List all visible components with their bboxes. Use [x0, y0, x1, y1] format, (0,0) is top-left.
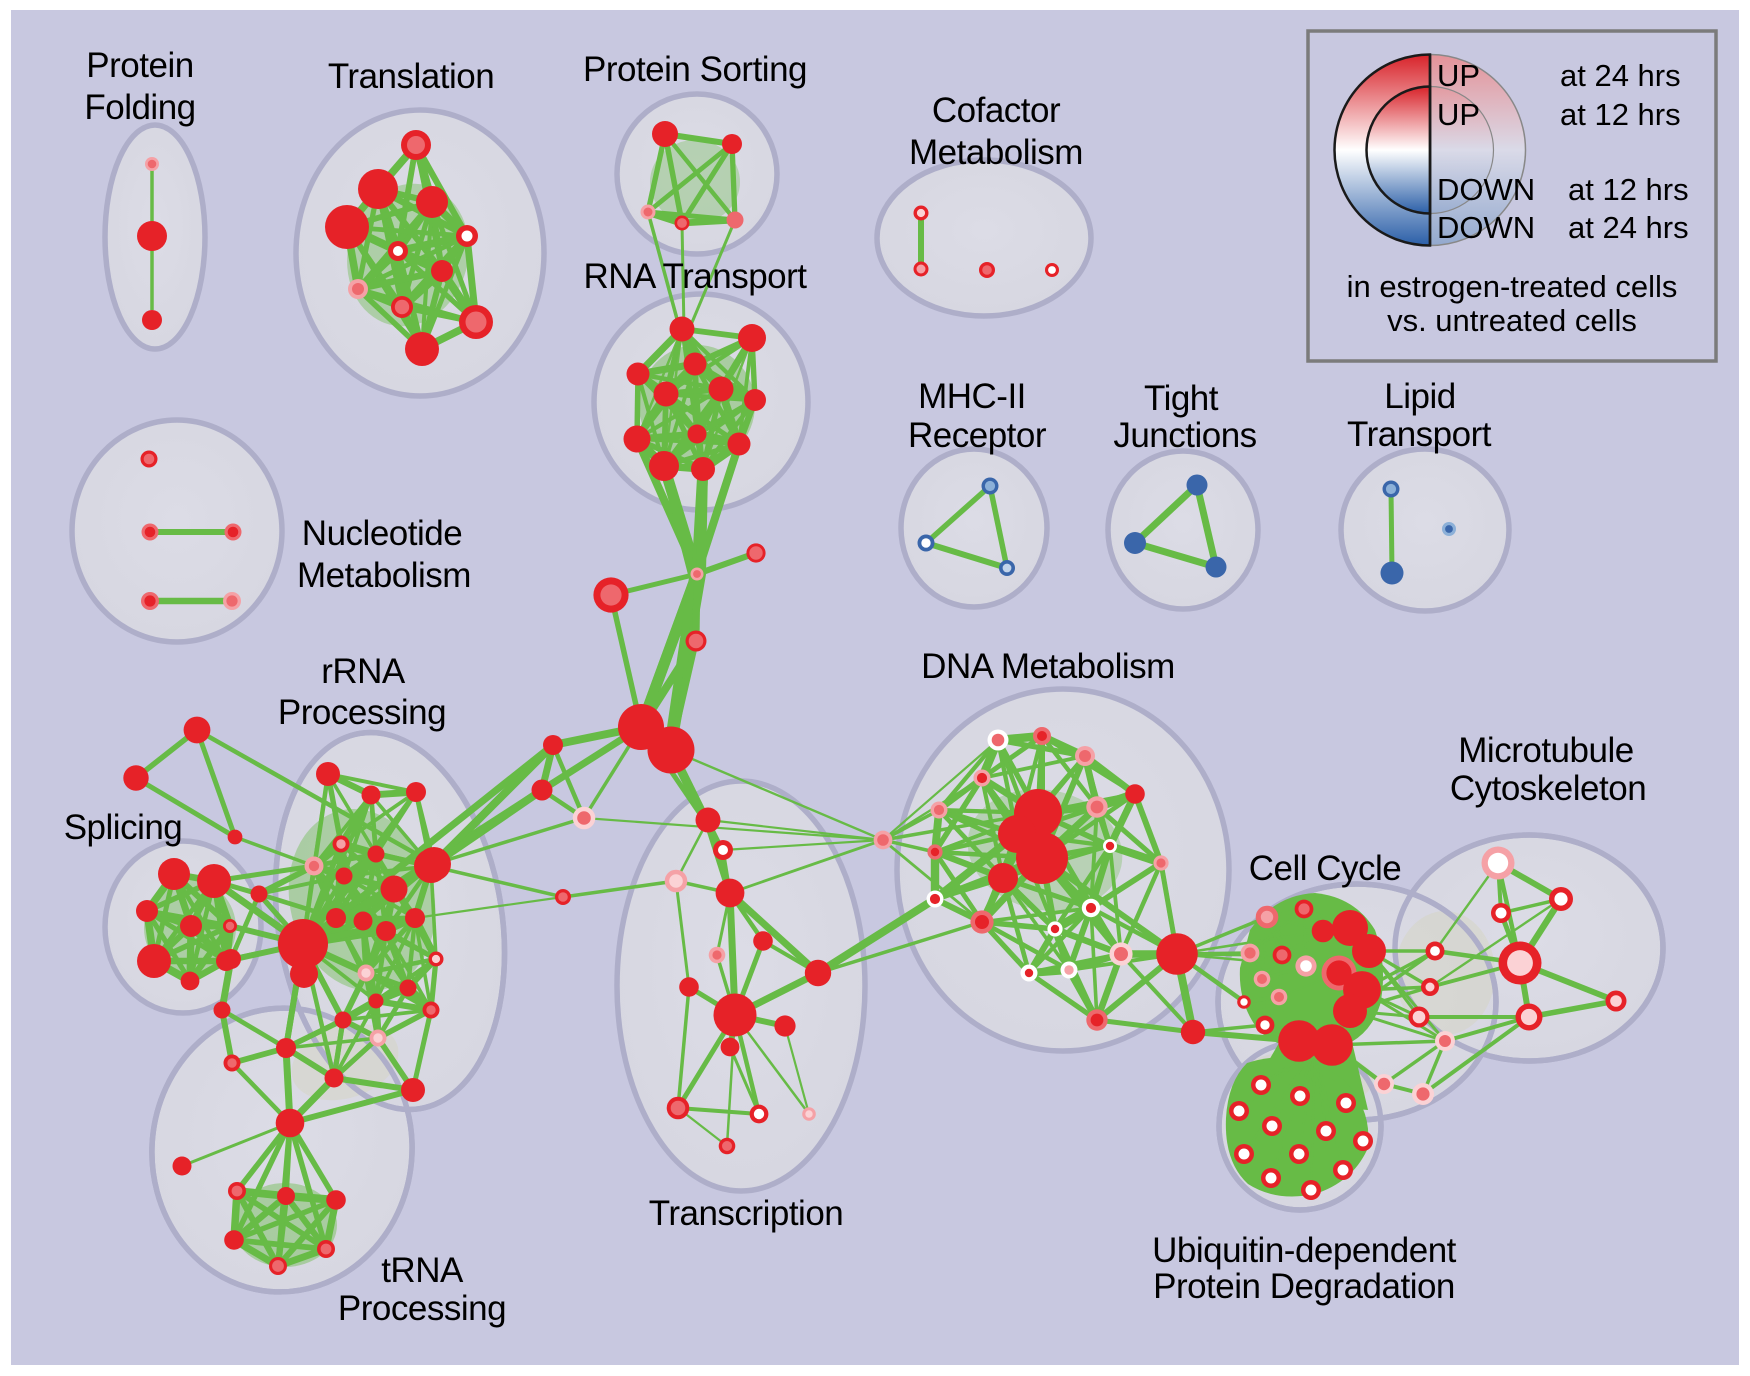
svg-text:Lipid: Lipid	[1384, 377, 1455, 416]
svg-text:DOWN: DOWN	[1437, 210, 1535, 245]
svg-text:MHC-II: MHC-II	[918, 377, 1026, 416]
svg-text:rRNA: rRNA	[321, 652, 406, 691]
svg-text:Protein Sorting: Protein Sorting	[583, 50, 807, 89]
svg-text:Transcription: Transcription	[649, 1194, 844, 1233]
svg-text:Metabolism: Metabolism	[297, 556, 471, 595]
svg-text:Protein Degradation: Protein Degradation	[1153, 1267, 1455, 1306]
svg-text:vs. untreated cells: vs. untreated cells	[1387, 303, 1637, 338]
svg-text:DOWN: DOWN	[1437, 172, 1535, 207]
svg-text:at 24 hrs: at 24 hrs	[1560, 58, 1681, 93]
svg-text:Junctions: Junctions	[1113, 416, 1256, 455]
svg-text:Protein: Protein	[86, 46, 193, 85]
svg-text:UP: UP	[1437, 97, 1480, 132]
svg-text:Nucleotide: Nucleotide	[302, 514, 462, 553]
svg-text:tRNA: tRNA	[381, 1251, 464, 1290]
svg-text:Ubiquitin-dependent: Ubiquitin-dependent	[1152, 1231, 1457, 1270]
svg-text:Receptor: Receptor	[908, 416, 1047, 455]
svg-text:Processing: Processing	[278, 693, 446, 732]
svg-text:at 12 hrs: at 12 hrs	[1568, 172, 1689, 207]
svg-text:Microtubule: Microtubule	[1458, 731, 1633, 770]
svg-text:Tight: Tight	[1144, 379, 1219, 418]
svg-text:Metabolism: Metabolism	[909, 133, 1083, 172]
svg-text:Translation: Translation	[328, 57, 494, 96]
svg-text:Folding: Folding	[84, 88, 195, 127]
svg-text:DNA Metabolism: DNA Metabolism	[921, 647, 1175, 686]
svg-text:in estrogen-treated cells: in estrogen-treated cells	[1347, 269, 1678, 304]
svg-text:Transport: Transport	[1347, 415, 1492, 454]
svg-text:at 12 hrs: at 12 hrs	[1560, 97, 1681, 132]
svg-text:Splicing: Splicing	[64, 808, 183, 847]
svg-text:RNA Transport: RNA Transport	[583, 257, 807, 296]
svg-text:Cofactor: Cofactor	[932, 91, 1061, 130]
svg-text:UP: UP	[1437, 58, 1480, 93]
svg-text:at 24 hrs: at 24 hrs	[1568, 210, 1689, 245]
svg-text:Processing: Processing	[338, 1289, 506, 1328]
svg-text:Cytoskeleton: Cytoskeleton	[1450, 769, 1646, 808]
svg-text:Cell Cycle: Cell Cycle	[1249, 849, 1402, 888]
